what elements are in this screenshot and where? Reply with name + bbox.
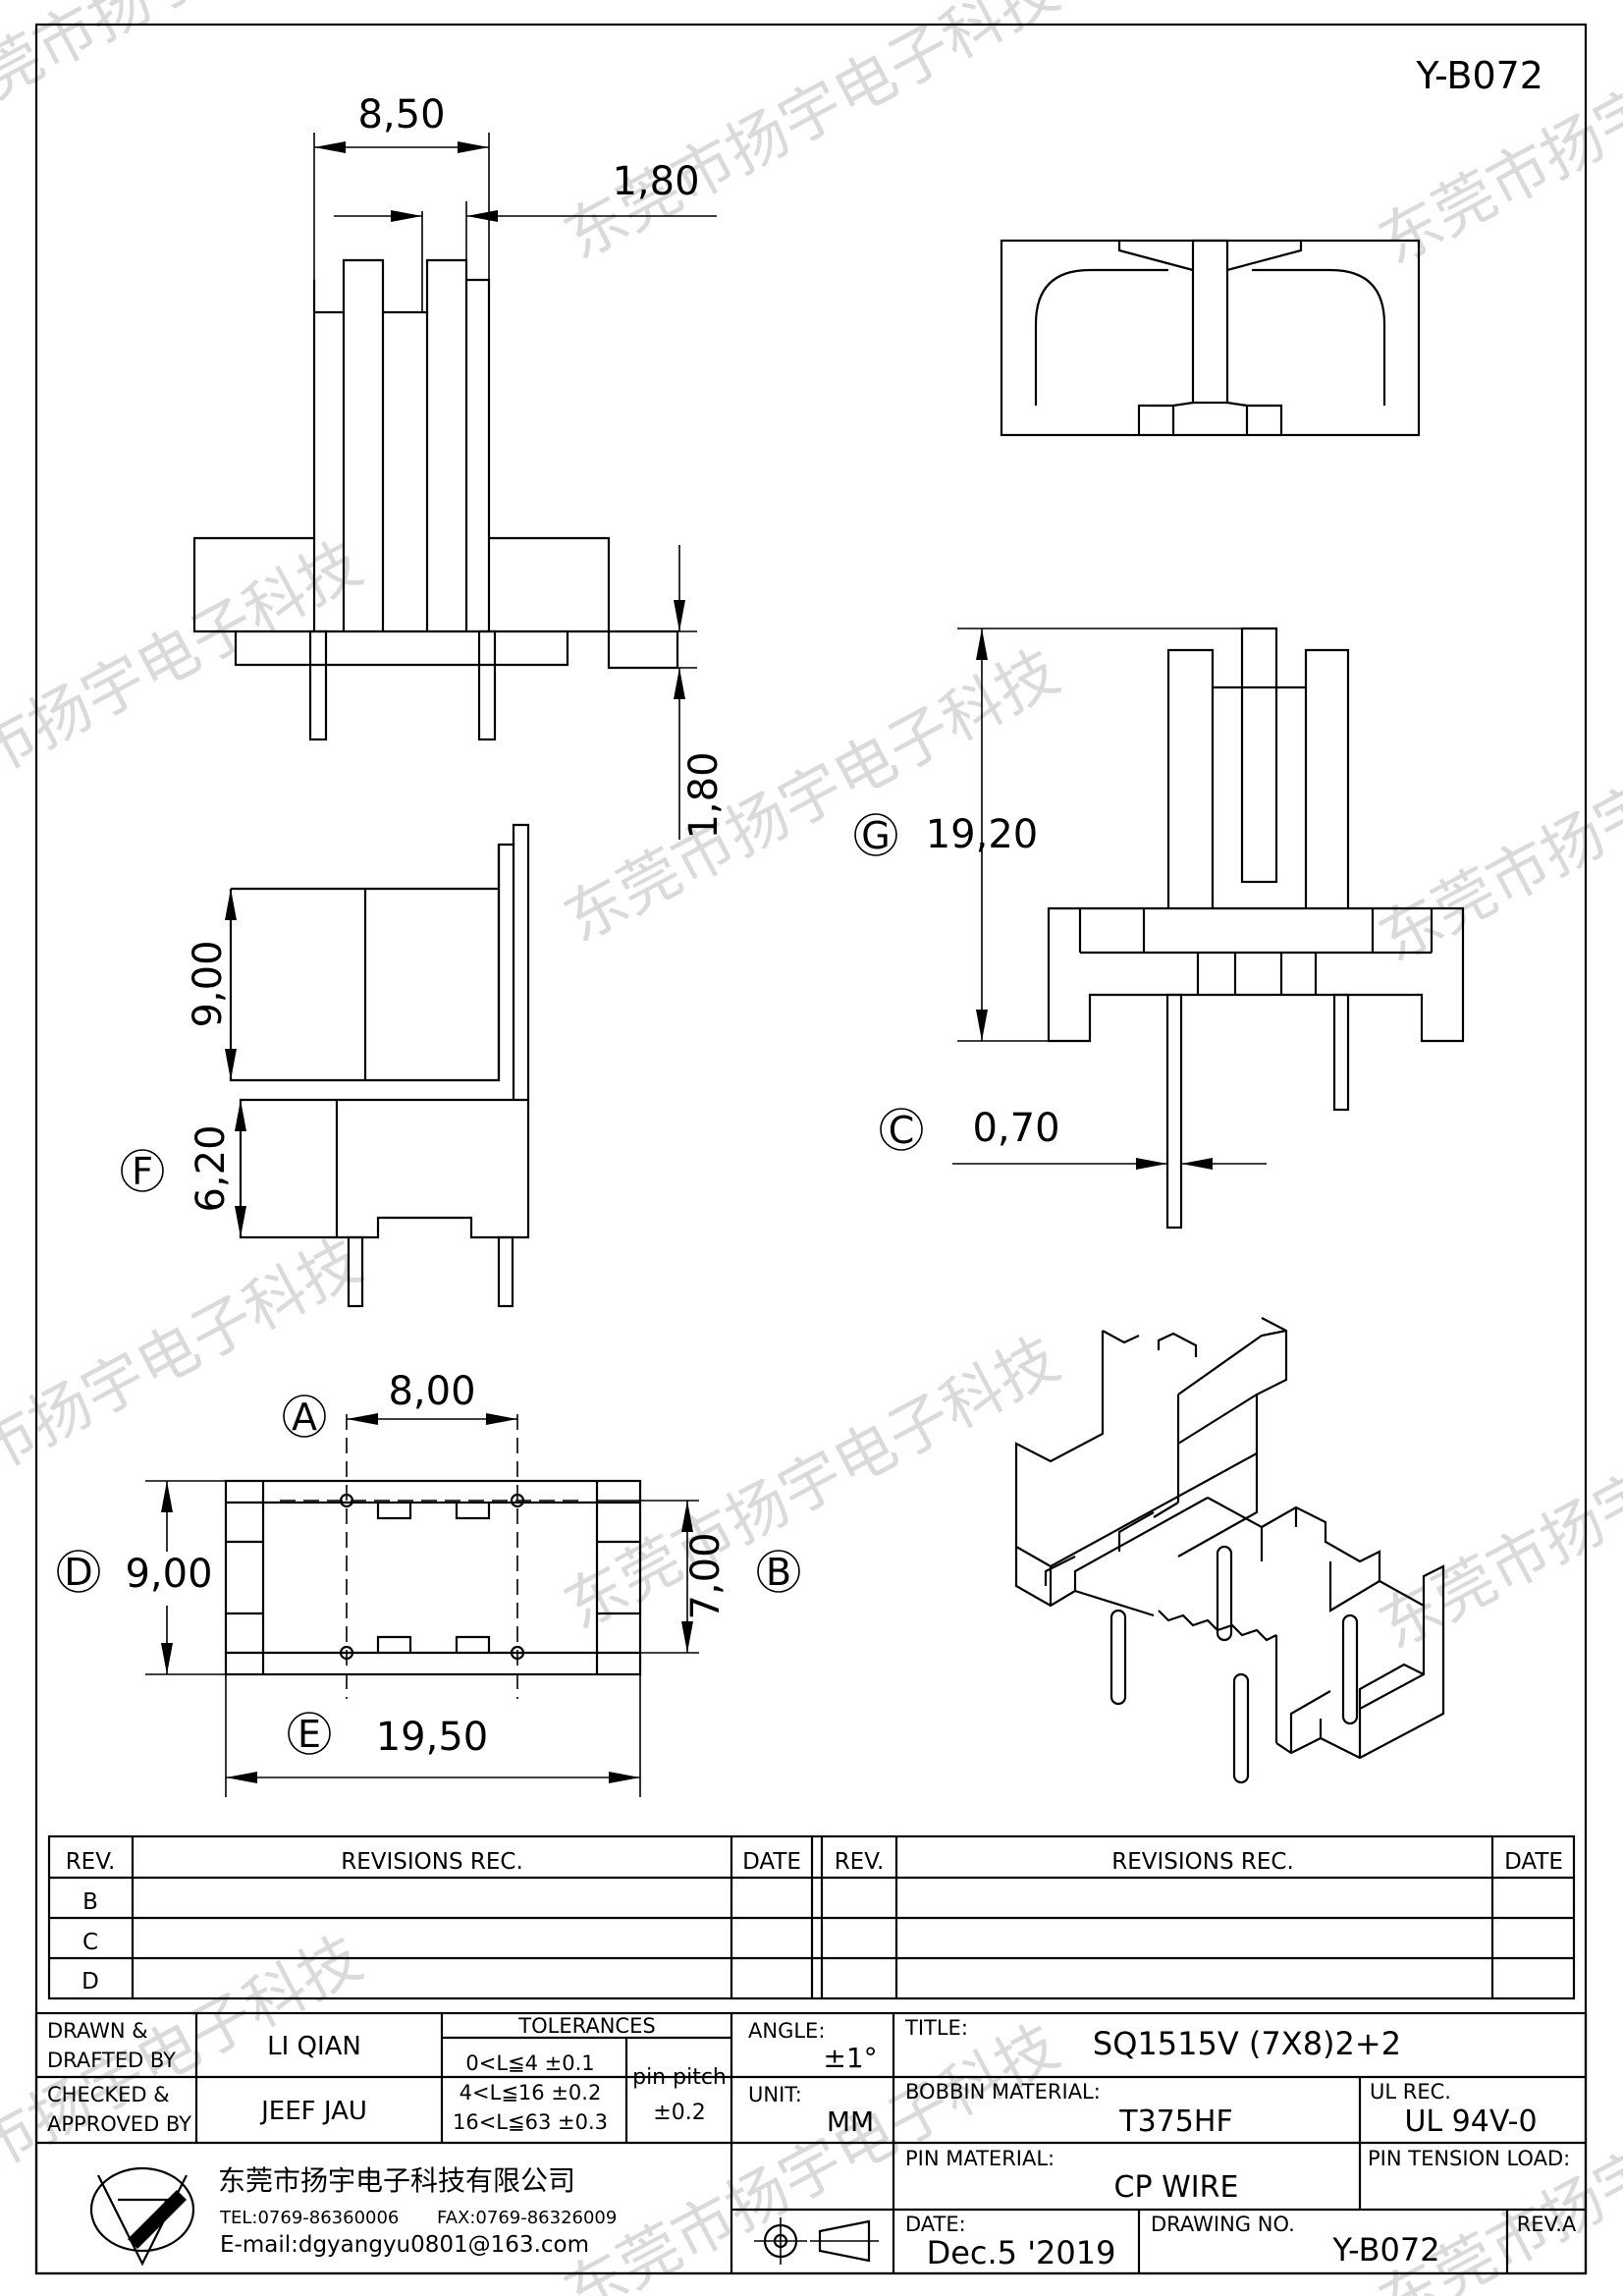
drawn-name: LI QIAN [267,2032,361,2061]
ul-rec-value: UL 94V-0 [1404,2105,1537,2139]
watermark-text: 东莞市扬宇电子科技 [553,1323,1070,1643]
angle-label: ANGLE: [748,2019,825,2043]
watermark-text: 东莞市扬宇电子科技 [0,1225,373,1545]
dim-label: 6,20 [189,1124,234,1212]
dim-top-width: 8,50 [313,92,490,280]
company-fax: FAX:0769-86326009 [437,2208,617,2228]
marker-circle-a [283,1394,326,1438]
dim-label: 9,00 [125,1552,212,1597]
dim-inner-b: 7,00 B [597,1500,800,1654]
corner-drawing-number: Y-B072 [1415,54,1543,97]
bottom-view [224,1414,642,1699]
drawn-label-1: DRAWN & [47,2019,148,2043]
bobbin-material-value: T375HF [1118,2105,1232,2139]
dim-top-slot: 1,80 [334,159,717,312]
dim-label: 1,80 [681,751,727,839]
rev-row-c: C [82,1930,98,1955]
marker-circle-b [757,1550,800,1593]
rec-header-left: REVISIONS REC. [341,1849,523,1875]
dim-label: 1,80 [612,159,699,204]
dim-side-lower-f: F 6,20 [121,1100,246,1237]
pin-pitch-value: ±0.2 [653,2101,705,2125]
checked-name: JEEF JAU [259,2097,367,2126]
side-view-left [229,823,530,1308]
top-view [1000,239,1421,437]
marker-g: G [861,814,890,857]
marker-c: C [889,1109,915,1152]
tolerance-row-3: 16<L≦63 ±0.3 [453,2110,608,2134]
checked-label-1: CHECKED & [47,2083,170,2106]
isometric-view [1014,1317,1445,1784]
tolerance-row-2: 4<L≦16 ±0.2 [460,2081,602,2105]
bobbin-material-label: BOBBIN MATERIAL: [905,2080,1101,2104]
date-header-left: DATE [742,1849,801,1875]
dim-side-upper: 9,00 [186,889,237,1080]
company-email: E-mail:dgyangyu0801@163.com [220,2232,589,2258]
drawing-no-value: Y-B072 [1331,2231,1439,2269]
marker-circle-e [288,1712,331,1755]
rev-row-b: B [82,1889,98,1915]
company-tel: TEL:0769-86360006 [219,2208,399,2228]
projection-symbol-icon [754,2217,879,2265]
tolerance-row-1: 0<L≦4 ±0.1 [465,2051,594,2075]
dim-label: 9,00 [186,940,231,1027]
date-label: DATE: [905,2213,966,2236]
company-name: 东莞市扬宇电子科技有限公司 [218,2164,575,2197]
watermark-text: 东莞市扬宇电子科技 [0,527,373,847]
checked-label-2: APPROVED BY [47,2112,191,2136]
drawing-no-label: DRAWING NO. [1151,2213,1295,2236]
unit-label: UNIT: [748,2083,802,2106]
angle-value: ±1° [823,2042,877,2074]
marker-d: D [64,1551,92,1594]
rev-header-right: REV. [835,1849,885,1875]
unit-value: MM [827,2105,874,2138]
marker-b: B [766,1551,791,1594]
marker-circle-f [121,1149,164,1192]
dim-label: 8,50 [357,92,445,137]
ul-rec-label: UL REC. [1370,2080,1451,2104]
dim-pin-side: 1,80 [674,545,727,840]
title-block: DRAWN & DRAFTED BY LI QIAN CHECKED & APP… [34,2011,1588,2275]
marker-a: A [292,1395,317,1439]
dim-label: 8,00 [388,1369,475,1414]
rev-a-label: REV.A [1517,2213,1577,2236]
title-value: SQ1515V (7X8)2+2 [1093,2025,1401,2062]
rev-row-d: D [81,1969,99,1995]
company-logo [89,2166,195,2267]
dim-pitch-a: A 8,00 [283,1369,517,1439]
date-header-right: DATE [1504,1849,1563,1875]
dim-length-e: E 19,50 [225,1674,641,1797]
dim-height-g: G 19,20 [854,628,1242,1042]
marker-e: E [298,1713,321,1756]
watermark-text: 东莞市扬宇电子科技 [553,0,1070,273]
pin-material-label: PIN MATERIAL: [905,2147,1055,2170]
marker-circle-d [57,1550,100,1593]
drawn-label-2: DRAFTED BY [47,2049,176,2072]
rev-header-left: REV. [66,1849,116,1875]
dim-label: 7,00 [683,1532,729,1619]
marker-circle-g [854,813,897,856]
watermark-text: 东莞市扬宇电子科技 [553,635,1070,956]
pin-tension-label: PIN TENSION LOAD: [1368,2147,1570,2170]
pin-pitch-label: pin pitch [632,2065,727,2090]
tolerances-header: TOLERANCES [517,2014,655,2038]
title-label: TITLE: [904,2016,968,2040]
date-value: Dec.5 '2019 [927,2234,1116,2271]
dim-height-d: D 9,00 [57,1480,226,1675]
rec-header-right: REVISIONS REC. [1111,1849,1294,1875]
dim-label: 19,20 [926,812,1039,857]
dim-label: 0,70 [972,1106,1059,1151]
marker-circle-c [880,1108,923,1151]
revisions-table: REV. REVISIONS REC. DATE REV. REVISIONS … [47,1834,1576,2000]
marker-f: F [132,1150,153,1193]
dim-label: 19,50 [376,1715,489,1760]
pin-material-value: CP WIRE [1114,2170,1239,2205]
dim-pin-c: C 0,70 [880,1106,1267,1183]
front-view [192,258,679,741]
